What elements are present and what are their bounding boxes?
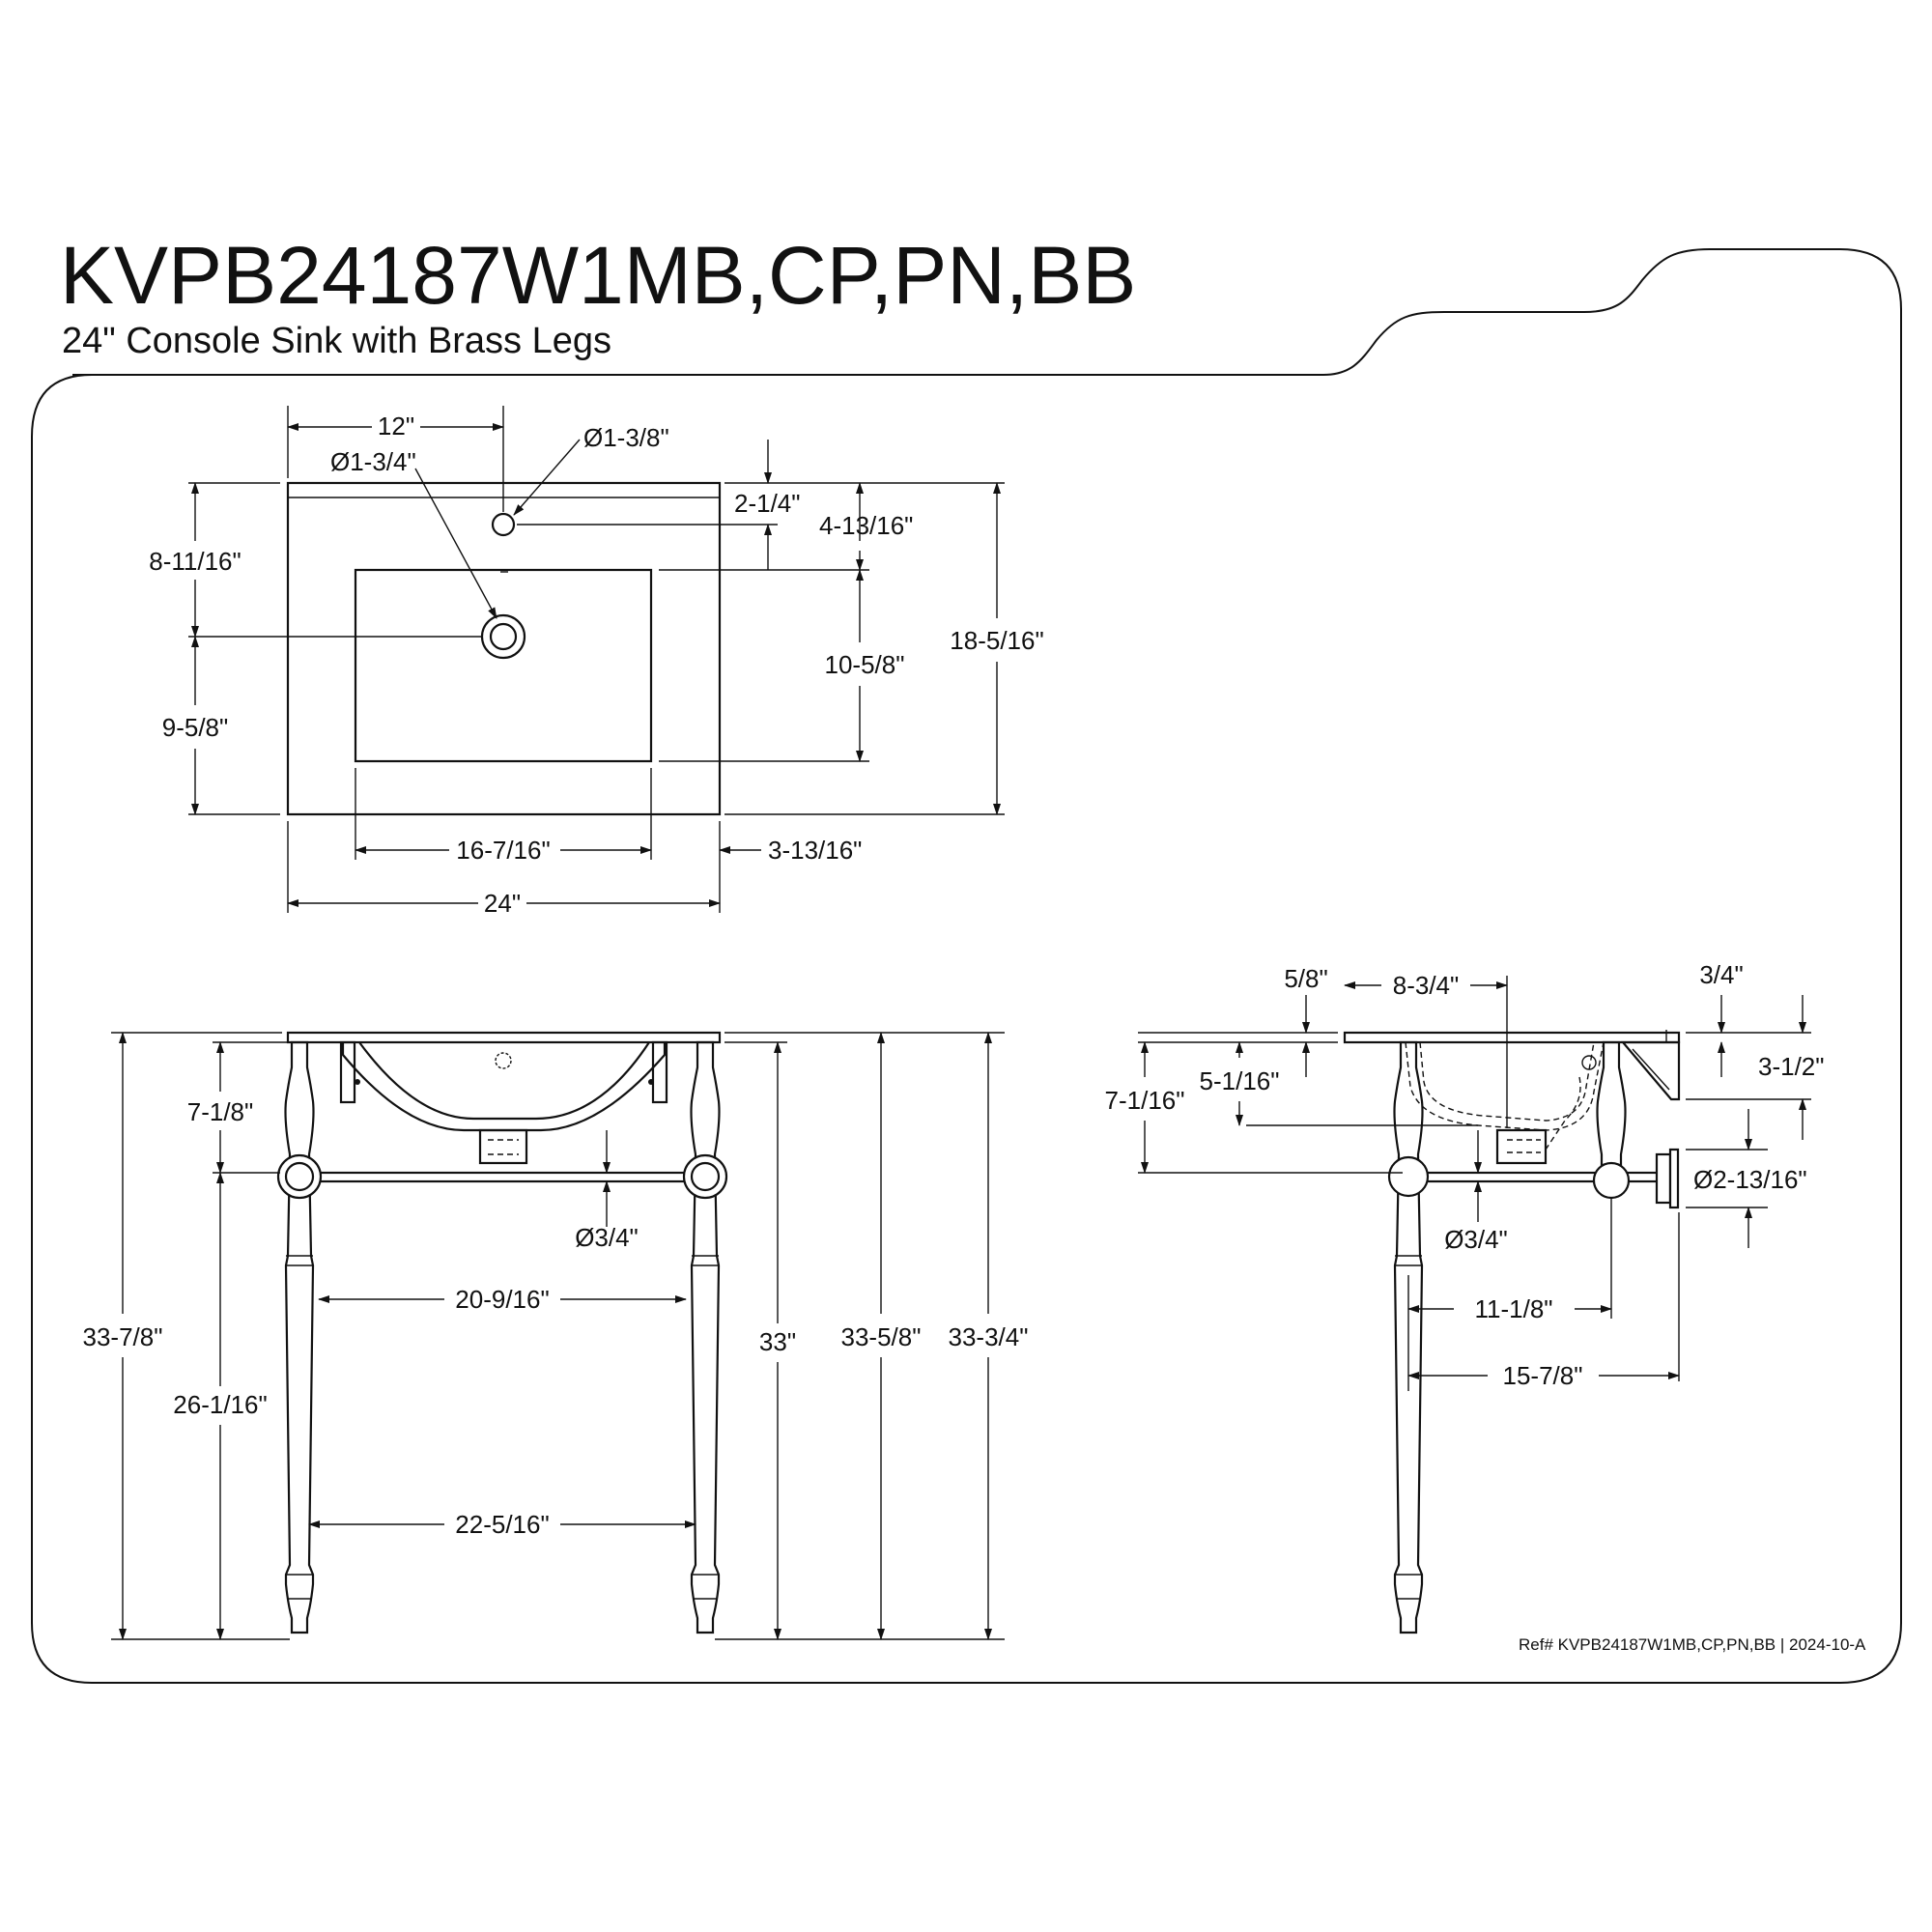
front-towel-bar (307, 1171, 699, 1183)
dim-leg-to-wall: 15-7/8" (1503, 1361, 1583, 1390)
dim-bowl-depth: 10-5/8" (825, 650, 905, 679)
side-front-leg (1393, 1040, 1424, 1634)
dim-height-33: 33" (759, 1327, 796, 1356)
dim-front-bar-diameter: Ø3/4" (575, 1223, 639, 1252)
dim-backsplash-thickness: 3/4" (1699, 960, 1743, 989)
dim-leg-to-bar-support: 11-1/8" (1474, 1294, 1552, 1323)
dim-bowl-height: 7-1/8" (187, 1097, 254, 1126)
side-wall-flange (1655, 1152, 1672, 1205)
front-top-slab (286, 1031, 722, 1044)
side-rear-support (1596, 1040, 1627, 1176)
dim-height-33-3-4: 33-3/4" (949, 1322, 1029, 1351)
dim-side-bowl-depth: 5-1/16" (1200, 1066, 1280, 1095)
dim-side-margin: 3-13/16" (768, 836, 862, 865)
dim-drain-hole: Ø1-3/4" (330, 447, 416, 476)
front-right-leg (690, 1040, 721, 1634)
dim-hole-to-back: 2-1/4" (734, 489, 801, 518)
front-view: 33-7/8" 7-1/8" 26-1/16" Ø3/4" 20-9/16" 2… (83, 1031, 1029, 1640)
drain-inner (489, 622, 518, 651)
dim-floor-to-bar: 26-1/16" (173, 1390, 267, 1419)
dim-wall-flange: Ø2-13/16" (1693, 1165, 1807, 1194)
top-view: 12" Ø1-3/8" Ø1-3/4" 8-11/16" 9-5/8" 2-1/… (149, 406, 1044, 918)
drawing-frame (31, 248, 1902, 1684)
dim-side-top-to-bar: 7-1/16" (1105, 1086, 1185, 1115)
front-bowl (341, 1042, 667, 1132)
faucet-hole (491, 512, 516, 537)
dim-side-top-thickness: 5/8" (1284, 964, 1327, 993)
dim-inner-leg-span-bottom: 22-5/16" (455, 1510, 549, 1539)
dim-side-back-to-bowl: 8-3/4" (1393, 971, 1460, 1000)
dim-faucet-hole: Ø1-3/8" (583, 423, 669, 452)
page-title: KVPB24187W1MB,CP,PN,BB (60, 230, 1136, 321)
dim-inner-leg-span-top: 20-9/16" (455, 1285, 549, 1314)
dim-front-to-drain: 9-5/8" (162, 713, 229, 742)
front-left-leg (284, 1040, 315, 1634)
dim-bracket-height: 3-1/2" (1758, 1052, 1825, 1081)
dim-overall-width: 24" (484, 889, 521, 918)
dim-overall-depth: 18-5/16" (950, 626, 1043, 655)
dim-back-to-drain: 8-11/16" (149, 547, 241, 576)
side-top-slab (1343, 1031, 1681, 1044)
dim-bowl-width: 16-7/16" (456, 836, 550, 865)
dim-back-to-bowl: 4-13/16" (819, 511, 913, 540)
drain-outer (480, 613, 526, 660)
reference-code: Ref# KVPB24187W1MB,CP,PN,BB | 2024-10-A (1519, 1635, 1866, 1654)
bowl-outline (354, 568, 653, 763)
dim-side-bar-diameter: Ø3/4" (1444, 1225, 1508, 1254)
side-view: 5/8" 8-3/4" 5-1/16" 7-1/16" 3/4" 3-1/2" … (1105, 960, 1825, 1634)
dim-faucet-offset: 12" (378, 412, 414, 440)
dim-overall-height-left: 33-7/8" (83, 1322, 163, 1351)
side-wall-bracket (1620, 1040, 1681, 1101)
page-subtitle: 24" Console Sink with Brass Legs (62, 321, 611, 361)
dim-height-33-5-8: 33-5/8" (841, 1322, 922, 1351)
